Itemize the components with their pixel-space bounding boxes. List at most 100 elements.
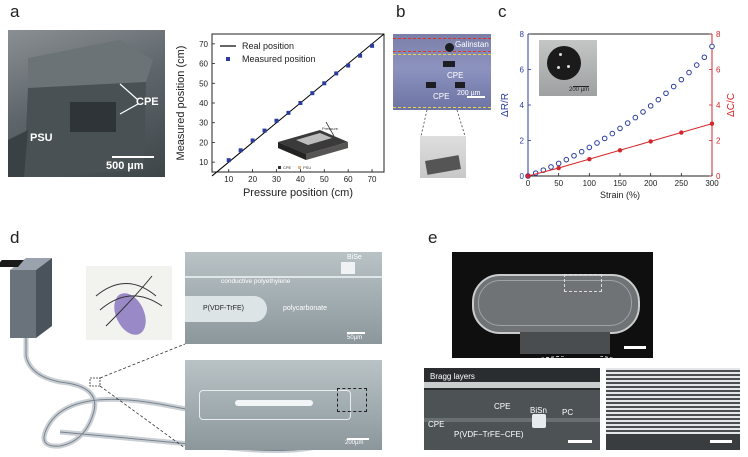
scale-label: 500 µm: [106, 160, 144, 172]
measured-point: [250, 138, 255, 143]
delta-r-point: [586, 144, 593, 151]
panel-label-b: b: [396, 2, 406, 21]
delta-r-point: [563, 156, 570, 163]
pvdf-label: P(VDF-TrFE): [203, 305, 244, 312]
scale-label-c: 200 µm: [569, 87, 590, 93]
panel-label-e: e: [428, 228, 438, 247]
panel-b-cross-section: Galinstan CPE CPE 200 µm: [393, 34, 491, 110]
delta-r-point: [601, 135, 608, 142]
delta-c-point: [679, 130, 684, 135]
bisn-electrode: [532, 414, 546, 428]
inset-cpe-legend: CPE: [283, 165, 292, 170]
y-tick-label: 60: [199, 60, 208, 69]
delta-r-point: [571, 152, 577, 159]
legend-label-real: Real position: [242, 41, 294, 51]
y-left-axis-label: ΔR/R: [500, 93, 511, 117]
layer-line: [185, 276, 382, 278]
scale-label-d-top: 50µm: [347, 335, 363, 341]
measured-point: [226, 158, 231, 163]
x-tick-label: 200: [644, 179, 658, 188]
measured-point: [262, 128, 267, 133]
measured-point: [370, 43, 375, 48]
delta-r-point: [693, 62, 700, 68]
panel-label-c: c: [498, 2, 507, 21]
measured-point: [322, 81, 327, 86]
delta-r-point: [609, 130, 616, 137]
measured-point: [298, 101, 303, 105]
zoom-box-d: [337, 388, 367, 412]
yellow-boundary: [393, 54, 491, 108]
delta-r-point: [578, 148, 585, 155]
delta-r-point: [678, 76, 685, 83]
x-axis-label: Pressure position (cm): [243, 187, 353, 199]
delta-c-point: [709, 121, 715, 126]
scale-label-b: 200 µm: [457, 90, 481, 97]
bise-label: BiSe: [347, 254, 362, 261]
zoom-box-e: [564, 274, 602, 292]
y-tick-label: 10: [199, 158, 208, 167]
pvdf-layer: [185, 296, 267, 322]
y-left-tick-label: 0: [520, 172, 525, 181]
delta-r-point: [686, 69, 692, 76]
pvdf-trfe-cfe-label: P(VDF−TrFE−CFE): [454, 430, 524, 439]
fiber-outline: [199, 390, 351, 420]
x-tick-label: 30: [272, 175, 281, 184]
bragg-layer-band: [424, 382, 600, 388]
delta-r-point: [617, 125, 623, 132]
electrode-dot: [567, 65, 570, 68]
x-tick-label: 0: [526, 179, 531, 188]
fiber-cross-section: [547, 46, 581, 80]
cpe-band: [424, 418, 600, 422]
y-left-tick-label: 6: [520, 66, 525, 75]
scale-bar-b: [467, 96, 485, 98]
y-left-tick-label: 4: [520, 101, 525, 110]
measured-point: [238, 148, 243, 153]
cpe-bottom-right: [455, 82, 465, 88]
panel-e-sem-top: [452, 252, 653, 358]
delta-r-point: [594, 140, 600, 146]
inner-layer: [235, 400, 313, 406]
galinstan-core: [445, 43, 454, 52]
delta-r-point: [709, 43, 715, 50]
y-right-axis-label: ΔC/C: [726, 93, 737, 117]
red-boundary: [393, 38, 491, 52]
pressure-device-inset: Pressure CPE PSU: [278, 121, 348, 170]
y-left-tick-label: 2: [520, 137, 525, 146]
scale-label-d-bottom: 200µm: [345, 440, 364, 446]
x-tick-label: 100: [583, 179, 597, 188]
legend-square: [226, 57, 230, 61]
delta-r-point: [663, 90, 669, 97]
y-right-tick-label: 8: [716, 30, 721, 39]
finger-fiber-photo: [95, 275, 163, 335]
y-right-tick-label: 0: [716, 172, 721, 181]
cpe-label: CPE: [136, 96, 159, 108]
panel-e-sem-bottom-left: Bragg layers CPE CPE BiSn PC P(VDF−TrFE−…: [424, 368, 600, 450]
scale-bar-d-top: [347, 332, 365, 334]
scale-bar-e-left: [568, 440, 592, 443]
fiber-tip: [425, 155, 461, 175]
delta-c-point: [556, 165, 561, 171]
delta-r-point: [647, 103, 654, 109]
cpe-top-electrode: [443, 61, 455, 67]
delta-r-point: [701, 54, 708, 61]
x-tick-label: 20: [248, 175, 257, 184]
y-tick-label: 20: [199, 138, 208, 147]
delta-r-point: [624, 120, 631, 126]
x-tick-label: 40: [296, 175, 305, 184]
y-tick-label: 30: [199, 119, 208, 128]
measured-point: [286, 110, 291, 115]
panel-d-sem-bottom: 200µm: [185, 360, 382, 450]
scale-bar-c: [573, 86, 589, 87]
scale-bar-e-right: [710, 440, 732, 443]
inset-psu-legend: PSU: [303, 165, 311, 170]
electrode-dot: [559, 53, 562, 56]
delta-c-point: [617, 148, 623, 153]
scale-bar-d-bottom: [347, 438, 369, 440]
cpe1-label: CPE: [494, 402, 511, 411]
delta-r-point: [632, 114, 639, 121]
sem-fiber-drawing: [8, 40, 153, 177]
x-tick-label: 70: [368, 175, 377, 184]
cpe-bottom-label: CPE: [433, 92, 450, 101]
